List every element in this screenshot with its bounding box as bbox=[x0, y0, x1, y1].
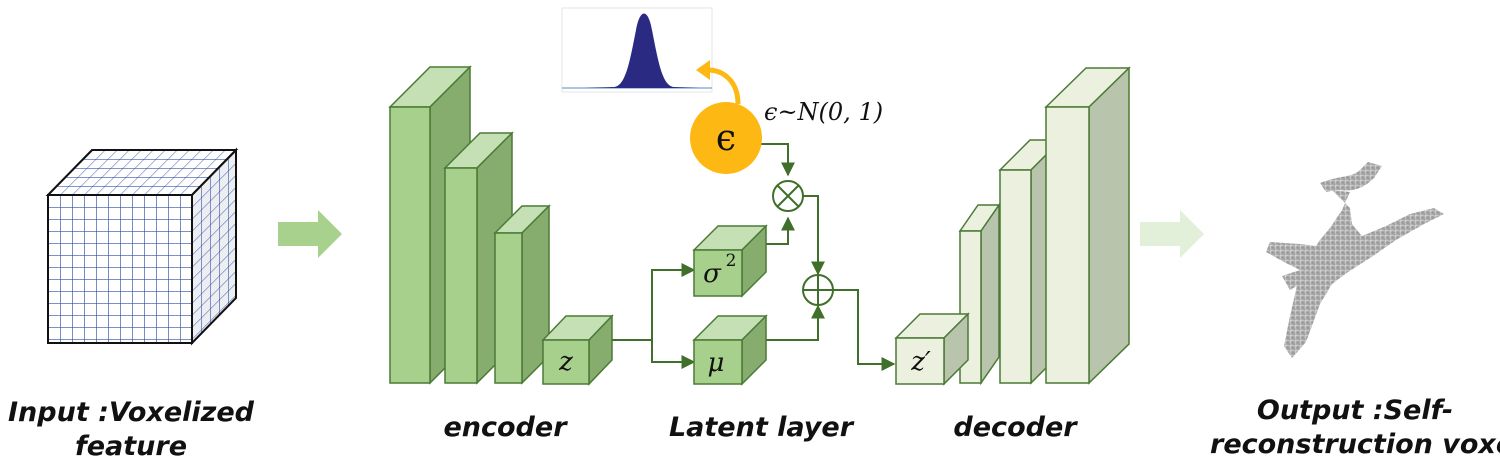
decoder-blocks: z′ bbox=[894, 66, 1131, 386]
epsilon-distribution-label: ϵ~N(0, 1) bbox=[764, 98, 883, 126]
add-operator-icon bbox=[802, 274, 834, 306]
output-arrow-icon bbox=[1140, 210, 1204, 258]
input-caption: Input :Voxelized feature bbox=[0, 396, 262, 464]
gaussian-distribution-plot bbox=[561, 7, 713, 93]
z-symbol: z bbox=[558, 347, 573, 377]
input-caption-line-2: feature bbox=[74, 431, 188, 462]
output-caption-line-2: reconstruction voxel bbox=[1210, 429, 1500, 460]
input-caption-line-1: Input :Voxelized bbox=[8, 397, 254, 428]
multiply-operator-icon bbox=[772, 180, 804, 212]
latent-connectors bbox=[612, 143, 896, 371]
mu-block: μ bbox=[692, 314, 768, 386]
mu-symbol: μ bbox=[708, 348, 725, 378]
output-caption: Output :Self- reconstruction voxel bbox=[1210, 394, 1500, 462]
output-caption-line-1: Output :Self- bbox=[1256, 395, 1454, 426]
sampling-arrow-icon bbox=[696, 60, 741, 105]
latent-z-prime-block: z′ bbox=[894, 312, 970, 386]
input-voxel-cube bbox=[45, 147, 239, 346]
epsilon-node: ϵ bbox=[690, 102, 762, 174]
latent-z-block: z bbox=[541, 314, 614, 386]
input-arrow-icon bbox=[278, 210, 342, 258]
sigma-symbol: σ bbox=[703, 259, 722, 289]
decoder-caption: decoder bbox=[953, 412, 1077, 443]
z-prime-symbol: z′ bbox=[910, 347, 931, 377]
epsilon-symbol: ϵ bbox=[716, 118, 736, 159]
sigma-exponent: 2 bbox=[726, 251, 737, 271]
reconstruction-voxel-shape bbox=[1266, 162, 1444, 358]
latent-layer-caption: Latent layer bbox=[668, 412, 854, 443]
encoder-block-3 bbox=[493, 204, 551, 385]
sigma-squared-block: σ 2 bbox=[692, 224, 768, 298]
encoder-caption: encoder bbox=[443, 412, 567, 443]
encoder-blocks: z bbox=[388, 65, 614, 386]
decoder-block-3 bbox=[1044, 66, 1131, 385]
